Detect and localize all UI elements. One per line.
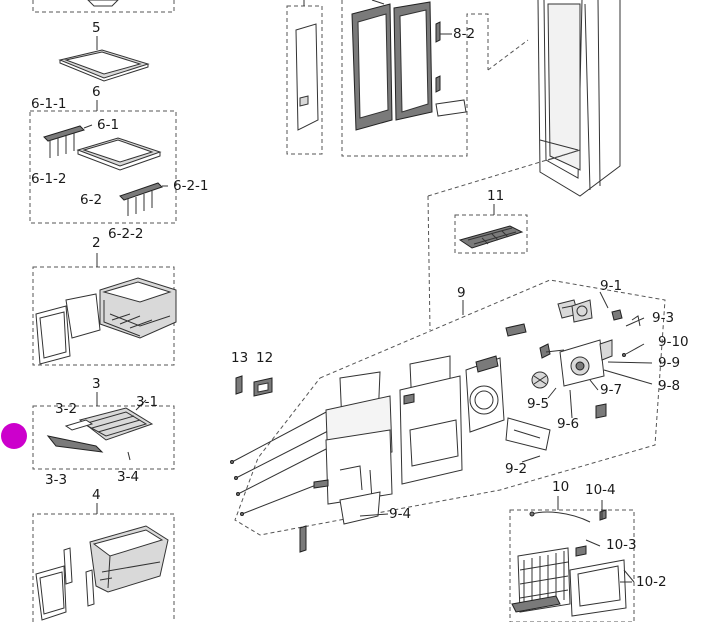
label-10-3: 10-3 — [606, 537, 637, 553]
label-9-6: 9-6 — [557, 416, 580, 432]
part-11-ice-tray — [458, 225, 524, 249]
label-4: 4 — [92, 487, 101, 503]
group-box-10 — [509, 509, 635, 622]
part-13-12 — [235, 375, 273, 397]
label-6-2: 6-2 — [80, 192, 103, 208]
label-9-4: 9-4 — [389, 506, 412, 522]
label-3-4: 3-4 — [117, 469, 140, 485]
door-panel-part — [295, 23, 319, 131]
group-box-11 — [454, 214, 528, 254]
label-13: 13 — [231, 350, 249, 366]
label-6-1-1: 6-1-1 — [31, 96, 67, 112]
label-3: 3 — [92, 376, 101, 392]
part-4-bin — [35, 525, 169, 621]
label-6-1: 6-1 — [97, 117, 120, 133]
label-9-7: 9-7 — [600, 382, 623, 398]
label-9-3: 9-3 — [652, 310, 675, 326]
part-10-evaporator — [511, 500, 635, 617]
label-10: 10 — [552, 479, 570, 495]
label-9-2: 9-2 — [505, 461, 528, 477]
label-9-5: 9-5 — [527, 396, 550, 412]
part-9-2-plate — [505, 417, 551, 451]
label-9: 9 — [457, 285, 466, 301]
part-8-door-bins — [351, 0, 467, 131]
group-box-8 — [341, 0, 489, 157]
part-5-shelf — [58, 49, 150, 82]
group-box-9 — [234, 279, 666, 536]
part-9-4-housing — [299, 371, 393, 553]
label-10-2: 10-2 — [636, 574, 667, 590]
part-9-fan-shroud — [465, 355, 505, 433]
label-9-8: 9-8 — [658, 378, 681, 394]
label-6: 6 — [92, 84, 101, 100]
label-2: 2 — [92, 235, 101, 251]
part-6-shelf — [43, 124, 168, 216]
label-8-2: 8-2 — [453, 26, 476, 42]
label-3-2: 3-2 — [55, 401, 78, 417]
label-6-2-2: 6-2-2 — [108, 226, 144, 242]
magenta-marker-dot[interactable] — [1, 423, 27, 449]
label-5: 5 — [92, 20, 101, 36]
part-9-center-housing — [399, 355, 463, 485]
part-9-fan-motor — [505, 291, 653, 463]
label-9-9: 9-9 — [658, 355, 681, 371]
label-3-3: 3-3 — [45, 472, 68, 488]
label-9-1: 9-1 — [600, 278, 623, 294]
label-10-4: 10-4 — [585, 482, 616, 498]
label-6-1-2: 6-1-2 — [31, 171, 67, 187]
label-3-1: 3-1 — [136, 394, 159, 410]
label-11: 11 — [487, 188, 505, 204]
label-9-10: 9-10 — [658, 334, 689, 350]
part-2-drawer — [35, 277, 177, 365]
fridge-cabinet — [537, 0, 621, 197]
part-3-tray — [46, 399, 154, 461]
group-box-4 — [32, 513, 175, 622]
group-box-6 — [29, 110, 177, 224]
label-12: 12 — [256, 350, 274, 366]
group-box-3 — [32, 405, 175, 470]
label-6-2-1: 6-2-1 — [173, 178, 209, 194]
